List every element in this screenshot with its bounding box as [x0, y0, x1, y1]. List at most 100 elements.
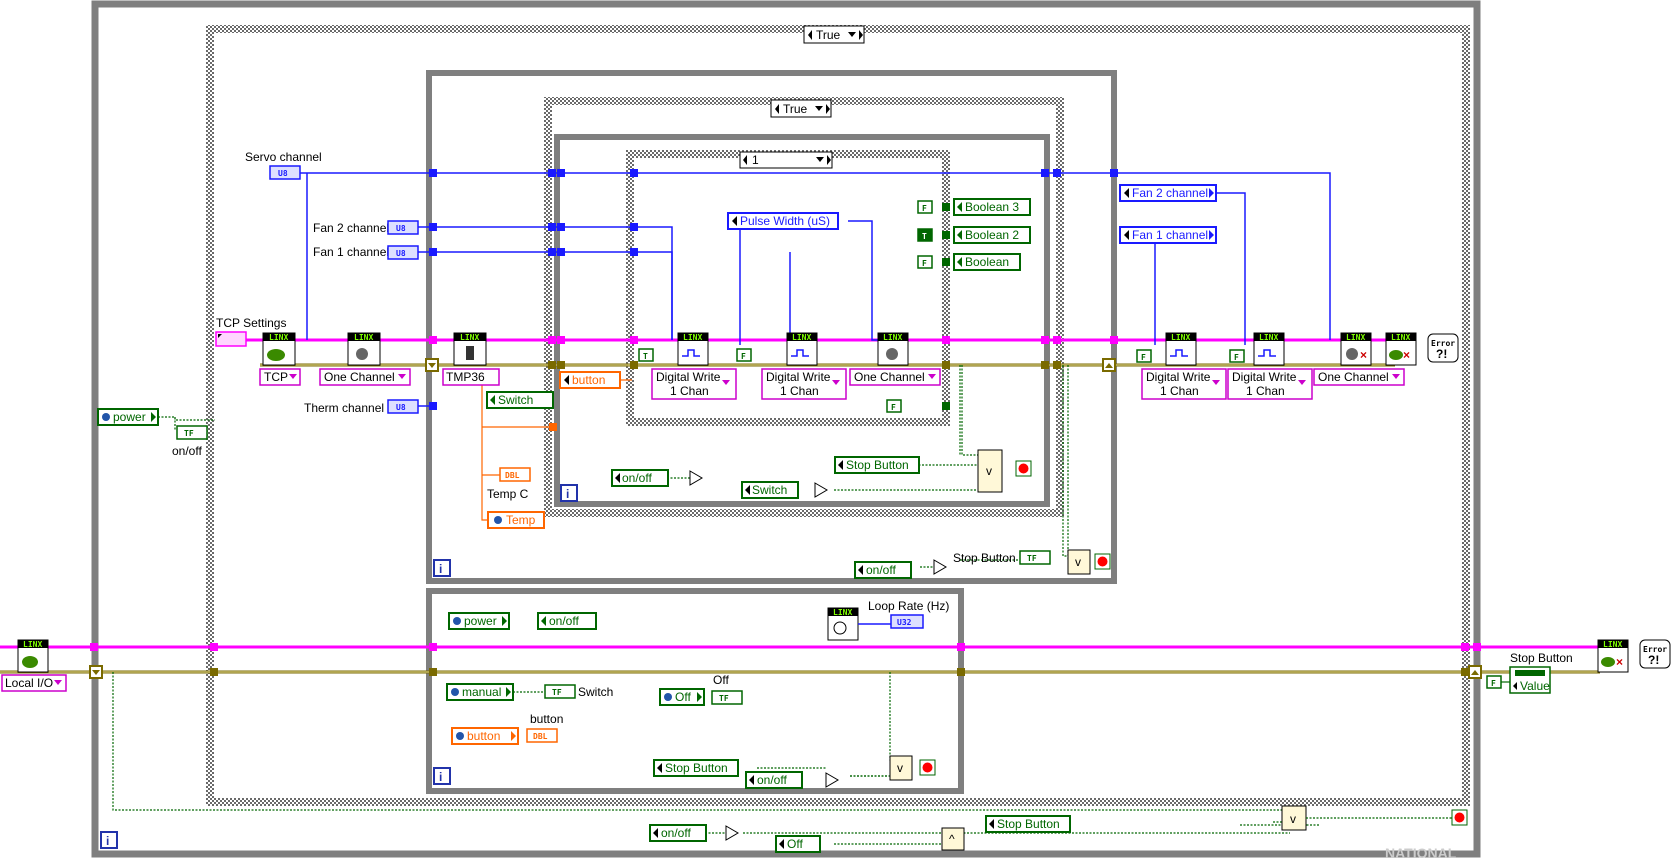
button-local-variable[interactable]: button: [559, 371, 621, 389]
linx-digital-write-node-3[interactable]: LINX: [1165, 332, 1197, 366]
compound-or-outer[interactable]: v: [1281, 805, 1307, 831]
boolean2-local-variable[interactable]: Boolean 2: [953, 226, 1031, 244]
fan2-channel-constant[interactable]: U8: [387, 220, 419, 235]
sequence-selector[interactable]: 1: [739, 151, 833, 169]
local-io-selector[interactable]: Local I/O: [1, 674, 67, 692]
false-constant-fan1[interactable]: F: [1136, 349, 1152, 363]
svg-text:Switch: Switch: [498, 393, 533, 407]
middle-while-loop[interactable]: [426, 70, 1117, 584]
stop-terminal-outer-icon[interactable]: [1451, 809, 1468, 826]
false-constant-outer[interactable]: F: [1486, 675, 1502, 689]
tmp36-selector[interactable]: TMP36: [442, 368, 500, 386]
switch-local-variable[interactable]: Switch: [486, 391, 554, 409]
false-constant-b3[interactable]: F: [917, 200, 933, 214]
linx-close-node[interactable]: LINX ×: [1385, 332, 1417, 366]
tcp-selector[interactable]: TCP: [259, 368, 301, 386]
manual-local-variable[interactable]: manual: [446, 683, 514, 701]
not-gate-4[interactable]: [825, 772, 839, 788]
off-local-outer[interactable]: Off: [775, 835, 821, 853]
linx-digital-write-node-2[interactable]: LINX: [786, 332, 818, 366]
linx-open-tcp-node[interactable]: LINX: [262, 332, 296, 366]
error-handler-icon[interactable]: Error ?!: [1427, 333, 1459, 363]
outer-while-loop[interactable]: [91, 0, 1481, 858]
linx-digital-write-node-1[interactable]: LINX: [677, 332, 709, 366]
outer-case-structure[interactable]: [206, 25, 1470, 806]
on-off-local-outer[interactable]: on/off: [649, 824, 707, 842]
sequence-frame-value: 1: [752, 153, 759, 167]
stop-button-value-property[interactable]: Value: [1509, 666, 1551, 694]
temp-c-indicator[interactable]: DBL: [499, 467, 531, 482]
compound-or-3[interactable]: v: [889, 755, 913, 781]
boolean3-local-variable[interactable]: Boolean 3: [953, 198, 1031, 216]
svg-text:TMP36: TMP36: [446, 370, 485, 384]
tcp-settings-control[interactable]: [215, 331, 247, 347]
stop-button-local-lower[interactable]: Stop Button: [653, 759, 739, 777]
error-handler-final-icon[interactable]: Error ?!: [1639, 639, 1671, 669]
svg-text:One Channel: One Channel: [324, 370, 395, 384]
button-indicator[interactable]: DBL: [526, 728, 558, 743]
linx-loop-rate-node[interactable]: LINX: [827, 607, 859, 641]
stop-button-indicator[interactable]: TF: [1019, 550, 1051, 565]
digital-write-selector-3[interactable]: Digital Write 1 Chan: [1141, 368, 1227, 400]
svg-text:LINX: LINX: [1171, 333, 1190, 342]
one-channel-selector-1[interactable]: One Channel: [319, 368, 411, 386]
on-off-local-lower[interactable]: on/off: [745, 771, 803, 789]
power-local-lower[interactable]: power: [448, 612, 510, 630]
off-indicator[interactable]: TF: [711, 690, 743, 705]
linx-servo-write-node[interactable]: LINX: [877, 332, 909, 366]
button-local-lower[interactable]: button: [451, 727, 519, 745]
fan1-channel-local[interactable]: Fan 1 channel: [1119, 226, 1217, 244]
fan2-channel-local[interactable]: Fan 2 channel: [1119, 184, 1217, 202]
therm-channel-constant[interactable]: U8: [387, 399, 419, 414]
stop-button-local-outer[interactable]: Stop Button: [985, 815, 1071, 833]
stop-terminal-middle-icon[interactable]: [1094, 553, 1111, 570]
true-constant-seq[interactable]: T: [638, 348, 654, 362]
on-off-local-inner[interactable]: on/off: [611, 469, 669, 487]
fan1-channel-constant[interactable]: U8: [387, 245, 419, 260]
true-constant-b2[interactable]: T: [917, 228, 933, 242]
digital-write-selector-4[interactable]: Digital Write 1 Chan: [1227, 368, 1313, 400]
linx-digital-write-node-4[interactable]: LINX: [1253, 332, 1285, 366]
switch-local-inner[interactable]: Switch: [741, 481, 799, 499]
not-gate-3[interactable]: [933, 559, 947, 575]
on-off-indicator[interactable]: TF: [176, 425, 208, 440]
outer-case-selector[interactable]: True: [803, 25, 865, 44]
false-constant-seq[interactable]: F: [736, 348, 752, 362]
linx-servo-open-node[interactable]: LINX: [347, 332, 381, 366]
false-constant-loop[interactable]: F: [886, 399, 902, 413]
digital-write-selector-1[interactable]: Digital Write 1 Chan: [651, 368, 737, 400]
switch-indicator[interactable]: TF: [544, 684, 576, 699]
dbl-wires: [481, 369, 632, 521]
compound-or-1[interactable]: v: [977, 449, 1003, 493]
digital-write-selector-2[interactable]: Digital Write 1 Chan: [761, 368, 847, 400]
loop-rate-indicator[interactable]: U32: [890, 614, 924, 629]
boolean-local-variable[interactable]: Boolean: [953, 253, 1021, 271]
linx-servo-close-node[interactable]: LINX ×: [1340, 332, 1372, 366]
false-constant-b1[interactable]: F: [917, 255, 933, 269]
svg-text:i: i: [439, 562, 442, 576]
on-off-local-middle[interactable]: on/off: [854, 561, 912, 579]
servo-channel-constant[interactable]: U8: [269, 165, 301, 180]
off-local-variable[interactable]: Off: [659, 688, 705, 706]
stop-terminal-inner-icon[interactable]: [1015, 460, 1032, 477]
not-gate-5[interactable]: [725, 825, 739, 841]
linx-close-local-node[interactable]: LINX ×: [1597, 639, 1629, 673]
linx-tmp36-node[interactable]: LINX: [453, 332, 487, 366]
inner-while-loop[interactable]: [554, 134, 1050, 507]
inner-case-selector[interactable]: True: [770, 99, 832, 118]
power-local-variable[interactable]: power: [97, 408, 159, 426]
lower-while-loop[interactable]: [426, 588, 964, 794]
stop-terminal-lower-icon[interactable]: [919, 759, 936, 776]
one-channel-selector-3[interactable]: One Channel: [1313, 368, 1405, 386]
false-constant-fan2[interactable]: F: [1229, 349, 1245, 363]
stop-button-local-inner[interactable]: Stop Button: [834, 456, 920, 474]
pulse-width-local-variable[interactable]: Pulse Width (uS): [727, 212, 839, 230]
compound-or-2[interactable]: v: [1067, 549, 1091, 575]
compound-and-outer[interactable]: ^: [941, 827, 965, 851]
temp-local-variable[interactable]: Temp: [487, 511, 545, 529]
not-gate-2[interactable]: [814, 482, 828, 498]
linx-open-local-node[interactable]: LINX: [17, 639, 49, 673]
on-off-local-lower-write[interactable]: on/off: [537, 612, 597, 630]
not-gate-1[interactable]: [689, 470, 703, 486]
one-channel-selector-2[interactable]: One Channel: [849, 368, 941, 386]
